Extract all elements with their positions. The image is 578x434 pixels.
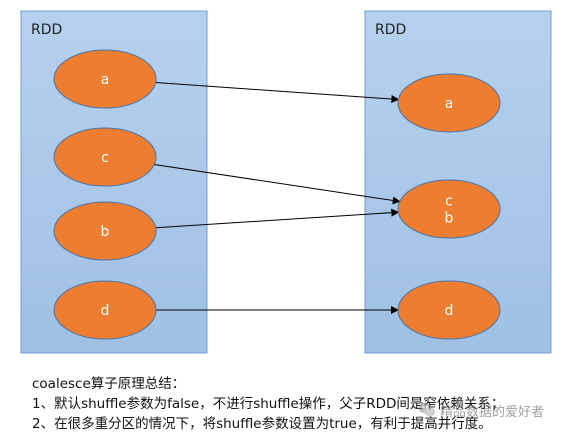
watermark-text: 精品数据的爱好者	[440, 404, 545, 420]
left-partition-b	[53, 201, 157, 261]
left-partition-c	[53, 127, 157, 187]
watermark: 精品数据的爱好者	[418, 399, 568, 421]
right-partition-d	[397, 280, 501, 340]
right-partition-label: c	[445, 194, 453, 210]
right-partition-label: b	[445, 211, 454, 227]
dependency-arrow	[154, 164, 401, 205]
wechat-icon	[418, 402, 436, 417]
left-rdd-title: RDD	[31, 22, 62, 38]
left-partition-label: b	[101, 224, 110, 240]
right-partitions: a cb d	[397, 73, 501, 340]
left-partition-label: d	[101, 303, 110, 319]
right-partition-label: a	[445, 96, 454, 112]
right-rdd-title: RDD	[375, 22, 406, 38]
caption-line-1: 1、默认shuffle参数为false，不进行shuffle操作，父子RDD间是…	[32, 396, 505, 412]
right-partition-cb	[397, 179, 501, 239]
dependency-arrow	[155, 82, 400, 104]
right-partition-label: d	[445, 303, 454, 319]
caption-line-2: 2、在很多重分区的情况下，将shuffle参数设置为true，有利于提高并行度。	[32, 416, 492, 432]
caption-title: coalesce算子原理总结：	[32, 376, 186, 392]
left-partition-label: a	[101, 72, 110, 88]
right-partition-a	[397, 73, 501, 133]
left-partition-a	[53, 49, 157, 109]
dependency-arrow	[155, 208, 400, 229]
left-partition-label: c	[101, 150, 109, 166]
left-partition-d	[53, 280, 157, 340]
left-partitions: a c b d	[53, 49, 157, 340]
edges-layer	[154, 82, 401, 314]
